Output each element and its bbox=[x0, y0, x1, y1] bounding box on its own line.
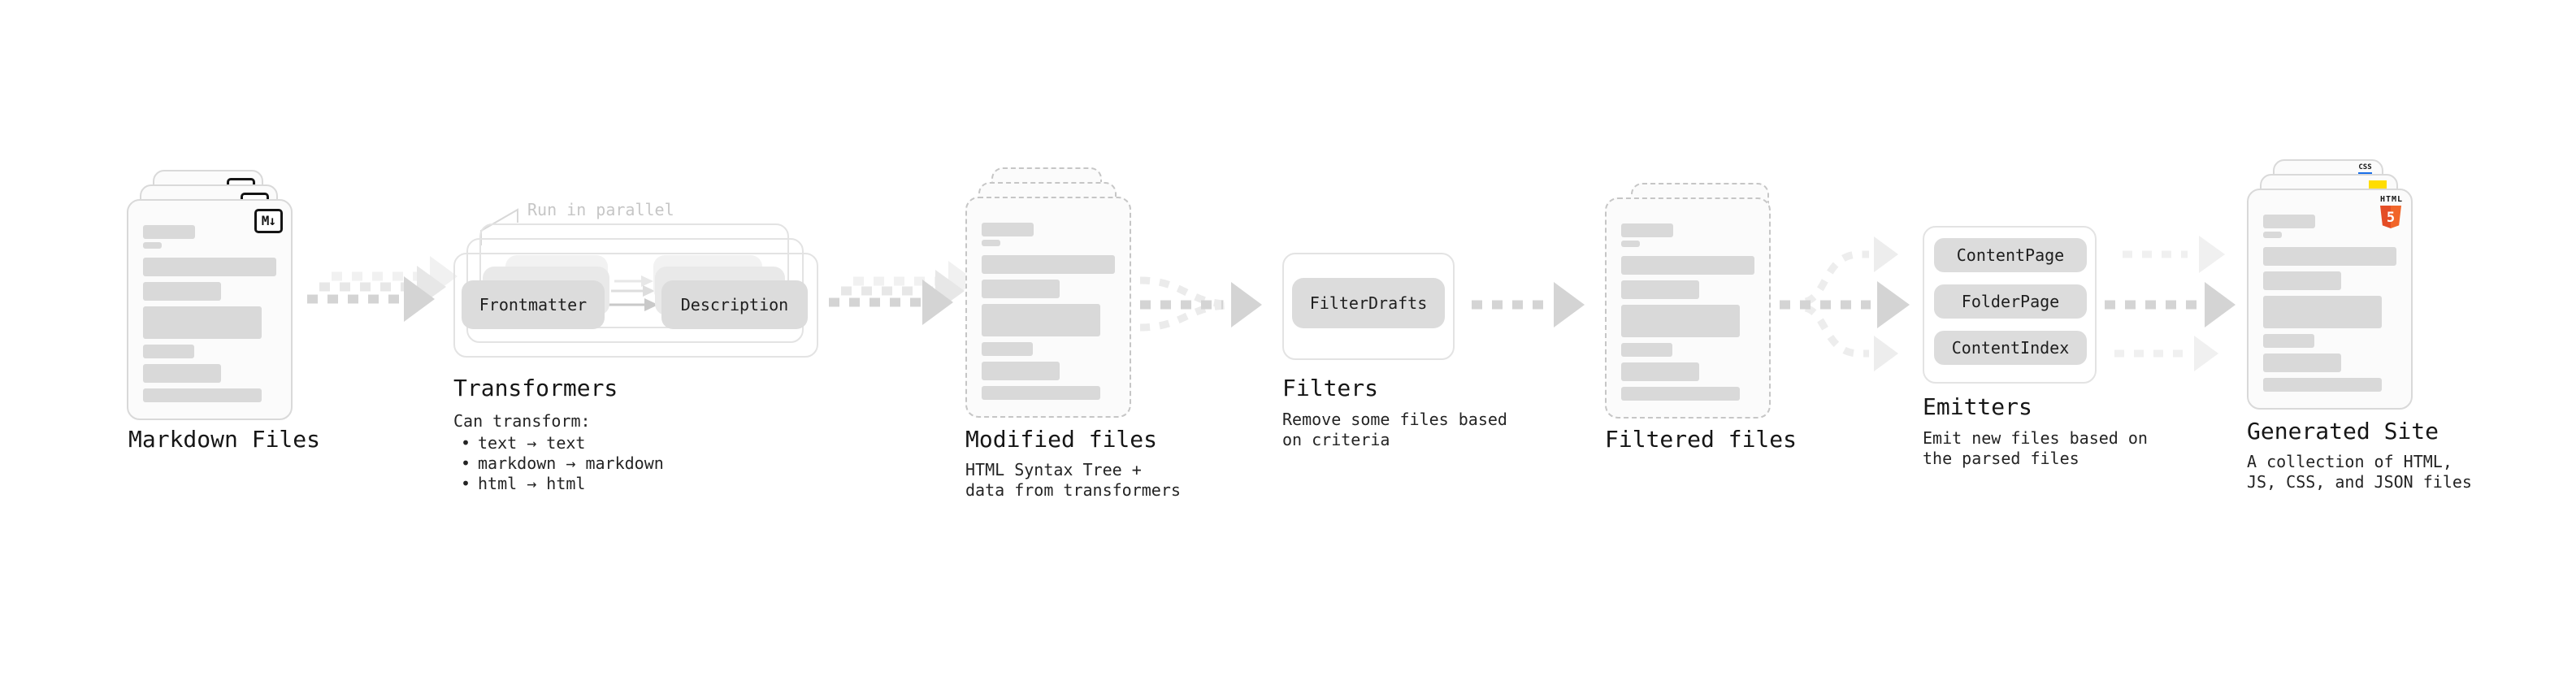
file-content-bars bbox=[1621, 223, 1754, 401]
content-bar bbox=[143, 345, 194, 358]
content-bar bbox=[143, 242, 162, 249]
description-line: JS, CSS, and JSON files bbox=[2247, 472, 2472, 492]
content-bar bbox=[2263, 378, 2382, 392]
content-bar bbox=[2263, 247, 2396, 266]
content-bar bbox=[2263, 354, 2341, 372]
arrow-emitters-to-site bbox=[2105, 236, 2236, 371]
content-bar bbox=[1621, 362, 1699, 381]
html5-icon-label: HTML bbox=[2380, 195, 2404, 204]
description-line: A collection of HTML, bbox=[2247, 452, 2452, 471]
filters-title: Filters bbox=[1282, 375, 1379, 401]
transform-bullet: text → text bbox=[453, 433, 664, 453]
content-bar bbox=[982, 386, 1100, 400]
run-in-parallel-annotation: Run in parallel bbox=[527, 200, 674, 219]
site-file-html: HTML 5 bbox=[2247, 189, 2413, 410]
css-icon-label: CSS bbox=[2358, 163, 2372, 171]
content-bar bbox=[2263, 215, 2315, 228]
content-bar bbox=[2263, 271, 2341, 290]
arrow-markdown-to-transformers bbox=[307, 256, 458, 322]
description-node: Description bbox=[661, 280, 808, 329]
transformer-frame-back bbox=[479, 223, 789, 328]
emitters-description: Emit new files based on the parsed files bbox=[1923, 428, 2148, 469]
content-bar bbox=[982, 240, 1000, 246]
markdown-icon: M↓ bbox=[254, 209, 283, 233]
content-bar bbox=[982, 304, 1100, 336]
description-line: data from transformers bbox=[965, 480, 1181, 500]
filtered-file-front bbox=[1605, 197, 1771, 419]
content-bar bbox=[982, 342, 1033, 356]
content-bar bbox=[1621, 305, 1740, 337]
filterdrafts-node: FilterDrafts bbox=[1292, 278, 1445, 328]
css-icon-bar bbox=[2358, 172, 2372, 175]
description-line: HTML Syntax Tree + bbox=[965, 460, 1142, 479]
content-bar bbox=[982, 280, 1060, 298]
content-bar bbox=[2263, 334, 2314, 348]
arrow-modified-to-filters-merge bbox=[1139, 276, 1262, 332]
content-bar bbox=[1621, 256, 1754, 275]
content-bar bbox=[143, 388, 262, 402]
description-line: Emit new files based on bbox=[1923, 428, 2148, 448]
markdown-files-title: Markdown Files bbox=[128, 426, 321, 453]
content-bar bbox=[143, 258, 276, 276]
arrow-transformers-to-modified bbox=[829, 261, 976, 325]
generated-site-description: A collection of HTML, JS, CSS, and JSON … bbox=[2247, 452, 2472, 492]
emitters-title: Emitters bbox=[1923, 393, 2032, 420]
transform-bullet: html → html bbox=[453, 474, 664, 494]
markdown-file-front: M↓ bbox=[127, 199, 293, 420]
file-content-bars bbox=[982, 223, 1115, 400]
modified-files-description: HTML Syntax Tree + data from transformer… bbox=[965, 460, 1181, 501]
filtered-files-title: Filtered files bbox=[1605, 426, 1798, 453]
transformer-frame-front bbox=[453, 253, 818, 358]
transformers-title: Transformers bbox=[453, 375, 618, 401]
emitter-node-folderpage: FolderPage bbox=[1934, 284, 2087, 319]
content-bar bbox=[982, 223, 1034, 236]
transformers-subtitle: Can transform: bbox=[453, 411, 591, 431]
description-line: the parsed files bbox=[1923, 449, 2079, 468]
content-bar bbox=[1621, 280, 1699, 299]
transform-bullet: markdown → markdown bbox=[453, 453, 664, 474]
html5-icon-shield: 5 bbox=[2380, 206, 2401, 228]
description-line: Remove some files based bbox=[1282, 410, 1507, 429]
emitter-node-contentindex: ContentIndex bbox=[1934, 331, 2087, 365]
modified-file-front bbox=[965, 197, 1131, 418]
content-bar bbox=[143, 225, 195, 239]
content-bar bbox=[1621, 343, 1672, 357]
content-bar bbox=[143, 306, 262, 339]
html5-icon-number: 5 bbox=[2386, 210, 2396, 226]
file-content-bars bbox=[143, 225, 276, 402]
file-content-bars bbox=[2263, 215, 2396, 392]
emitter-node-contentpage: ContentPage bbox=[1934, 238, 2087, 272]
arrow-filtered-to-emitters-branch bbox=[1780, 236, 1910, 371]
content-bar bbox=[143, 364, 221, 383]
generated-site-title: Generated Site bbox=[2247, 418, 2439, 445]
frontmatter-node: Frontmatter bbox=[462, 280, 605, 329]
description-line: on criteria bbox=[1282, 430, 1390, 449]
content-bar bbox=[143, 282, 221, 301]
content-bar bbox=[1621, 241, 1640, 247]
arrow-filters-to-filtered bbox=[1472, 282, 1585, 327]
content-bar bbox=[982, 362, 1060, 380]
content-bar bbox=[2263, 296, 2382, 328]
css-icon: CSS bbox=[2358, 164, 2372, 175]
transformers-bullet-list: text → text markdown → markdown html → h… bbox=[453, 433, 664, 494]
html5-icon: HTML 5 bbox=[2380, 195, 2404, 228]
filters-description: Remove some files based on criteria bbox=[1282, 410, 1507, 450]
content-bar bbox=[2263, 232, 2282, 238]
content-bar bbox=[1621, 387, 1740, 401]
modified-files-title: Modified files bbox=[965, 426, 1158, 453]
content-bar bbox=[982, 255, 1115, 274]
content-bar bbox=[1621, 223, 1673, 237]
